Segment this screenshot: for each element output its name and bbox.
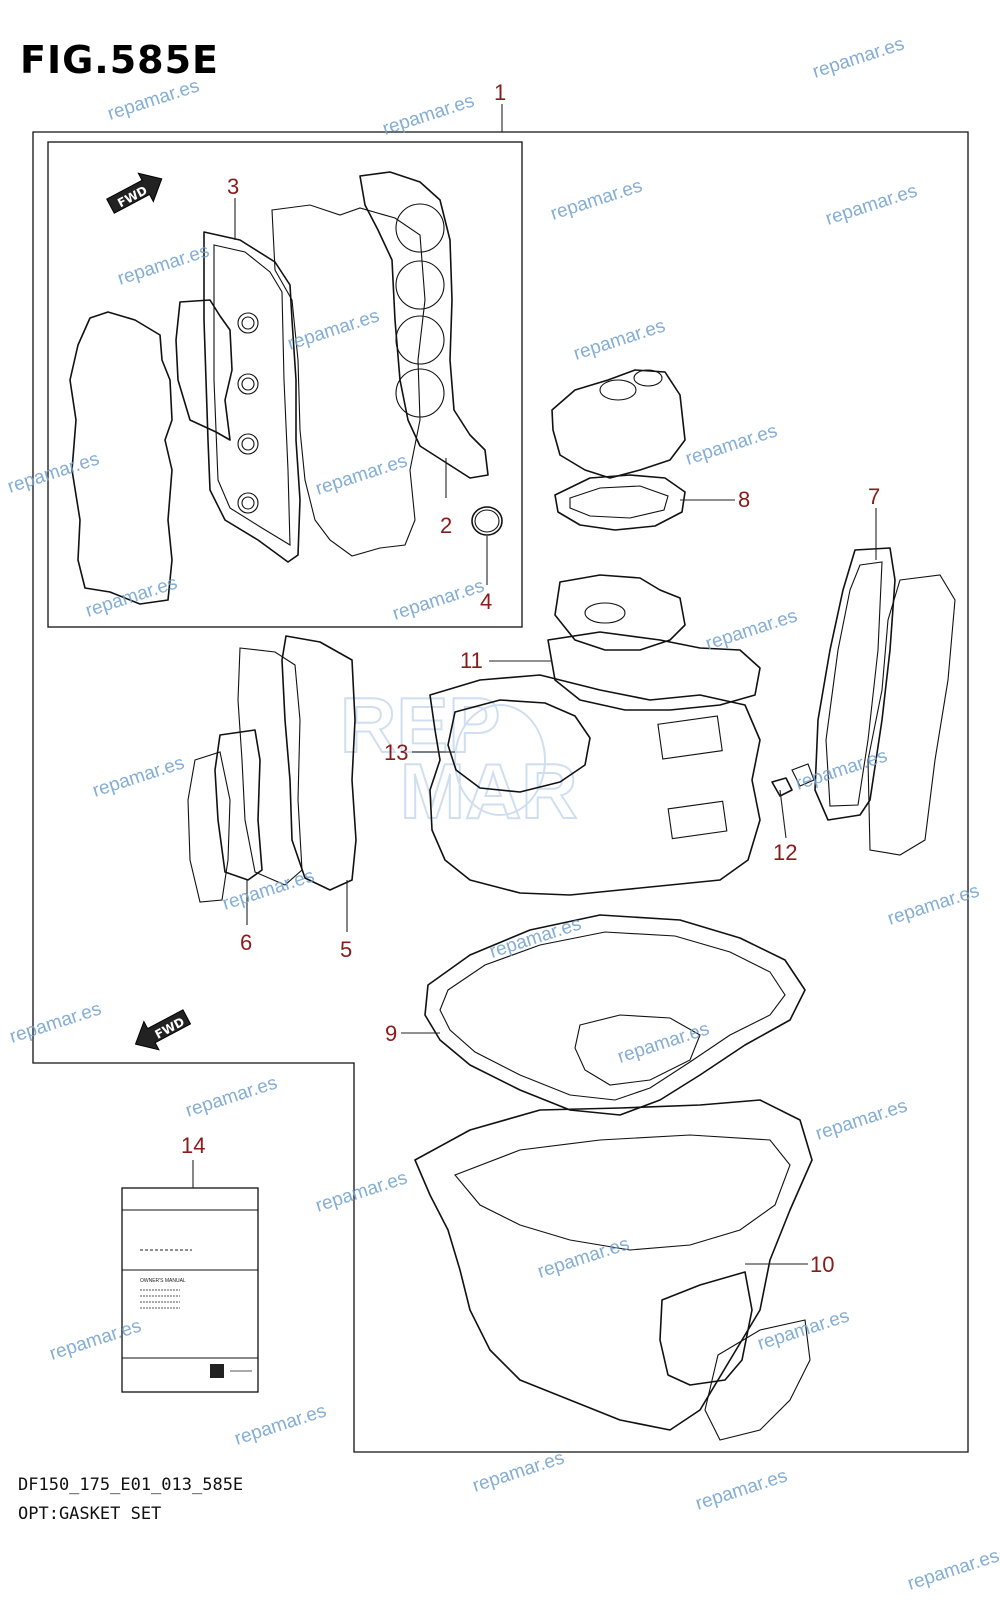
watermark-text-1: repamar.es (105, 75, 202, 124)
watermark-text-30: repamar.es (693, 1465, 790, 1514)
watermark-text-12: repamar.es (83, 572, 180, 621)
housing-outlet-1 (599, 379, 637, 401)
watermark-text-24: repamar.es (313, 1167, 410, 1216)
exhaust-cover-plate (867, 574, 956, 856)
spark-plug-seals (237, 312, 259, 514)
watermark-text-8: repamar.es (571, 315, 668, 364)
housing-gasket (554, 474, 686, 531)
callout-6: 6 (240, 930, 252, 955)
housing-outlet-2 (633, 369, 663, 387)
inner-kit-box (47, 141, 523, 628)
side-cover-gasket-left-2 (175, 299, 233, 441)
callout-4: 4 (480, 589, 492, 614)
bore-2 (395, 260, 445, 310)
thermostat-housing (551, 369, 686, 479)
leader-lines (192, 104, 877, 1265)
fwd-arrow-bottom: FWD (134, 1009, 192, 1051)
valve-cover-gasket (203, 231, 301, 563)
callout-8: 8 (738, 487, 750, 512)
figure-code: DF150_175_E01_013_585E (18, 1475, 244, 1495)
logo-text-top: REP (340, 681, 500, 769)
figure-description: OPT:GASKET SET (18, 1504, 162, 1524)
callout-11: 11 (460, 648, 483, 673)
fwd-arrow-top: FWD (106, 172, 163, 214)
exhaust-plate (187, 751, 231, 903)
exhaust-cover-gasket (814, 547, 896, 821)
watermark-text-25: repamar.es (535, 1233, 632, 1282)
watermark-logo: REP MAR (339, 680, 579, 836)
callout-9: 9 (385, 1021, 397, 1046)
watermark-text-27: repamar.es (755, 1305, 852, 1354)
housing-gasket-10 (659, 1271, 753, 1386)
exhaust-gasket-5 (281, 635, 357, 891)
housing-side-plate (704, 1319, 811, 1441)
callout-10: 10 (810, 1252, 834, 1277)
figure-title: FIG.585E (20, 38, 220, 82)
manual-label: OWNER'S MANUAL (140, 1278, 186, 1284)
cylinder-head-gasket (359, 171, 489, 479)
drive-shaft-housing (414, 1099, 813, 1431)
callout-7: 7 (868, 484, 880, 509)
crankcase-assembly (429, 674, 761, 896)
watermark-text-26: repamar.es (47, 1315, 144, 1364)
watermark-text-9: repamar.es (683, 420, 780, 469)
callout-13: 13 (384, 740, 408, 765)
side-cover-gasket-left (69, 311, 173, 605)
crankcase-cover (554, 574, 686, 651)
oil-pan-gasket (424, 914, 806, 1116)
small-bracket-12 (791, 763, 815, 787)
watermark-text-11: repamar.es (313, 450, 410, 499)
watermark-text-22: repamar.es (183, 1072, 280, 1121)
cylinder-block-outline (271, 204, 426, 557)
callout-14: 14 (181, 1133, 205, 1158)
crankcase-gasket-13 (447, 699, 591, 793)
watermark-text-2: repamar.es (810, 33, 907, 82)
small-gasket-12 (771, 777, 793, 797)
watermark-text-13: repamar.es (390, 575, 487, 624)
watermark-text-16: repamar.es (793, 745, 890, 794)
watermark-text-23: repamar.es (813, 1095, 910, 1144)
bore-1 (395, 203, 445, 253)
watermark-text-7: repamar.es (285, 305, 382, 354)
oil-seal (584, 602, 626, 624)
o-ring (471, 506, 503, 536)
callout-1: 1 (494, 80, 506, 105)
callout-5: 5 (340, 937, 352, 962)
logo-text-bottom: MAR (400, 747, 578, 835)
bore-4 (395, 368, 445, 418)
watermark-text-17: repamar.es (220, 865, 317, 914)
cover-plate (657, 715, 723, 760)
watermark-text-4: repamar.es (548, 175, 645, 224)
owners-manual: OWNER'S MANUAL (121, 1187, 259, 1393)
kit-outline-box (32, 131, 969, 1453)
callout-12: 12 (773, 840, 797, 865)
cover-plate-2 (667, 800, 728, 840)
callout-3: 3 (227, 174, 239, 199)
watermark-text-21: repamar.es (615, 1018, 712, 1067)
bore-3 (395, 315, 445, 365)
valve-cover-gasket-inner (213, 244, 291, 546)
callout-2: 2 (440, 513, 452, 538)
exhaust-gasket-6 (214, 729, 263, 881)
watermark-text-28: repamar.es (232, 1400, 329, 1449)
crankcase-gasket (547, 631, 761, 711)
oil-pan-gasket-window (574, 1014, 701, 1086)
watermark-text-5: repamar.es (823, 180, 920, 229)
watermark-text-10: repamar.es (5, 448, 102, 497)
watermark-text-15: repamar.es (90, 752, 187, 801)
watermark-text-14: repamar.es (703, 605, 800, 654)
watermark-text-31: repamar.es (905, 1545, 1000, 1594)
watermark-text-6: repamar.es (115, 240, 212, 289)
watermark-text-19: repamar.es (487, 913, 584, 962)
watermark-text-29: repamar.es (470, 1447, 567, 1496)
watermark-text-20: repamar.es (7, 998, 104, 1047)
